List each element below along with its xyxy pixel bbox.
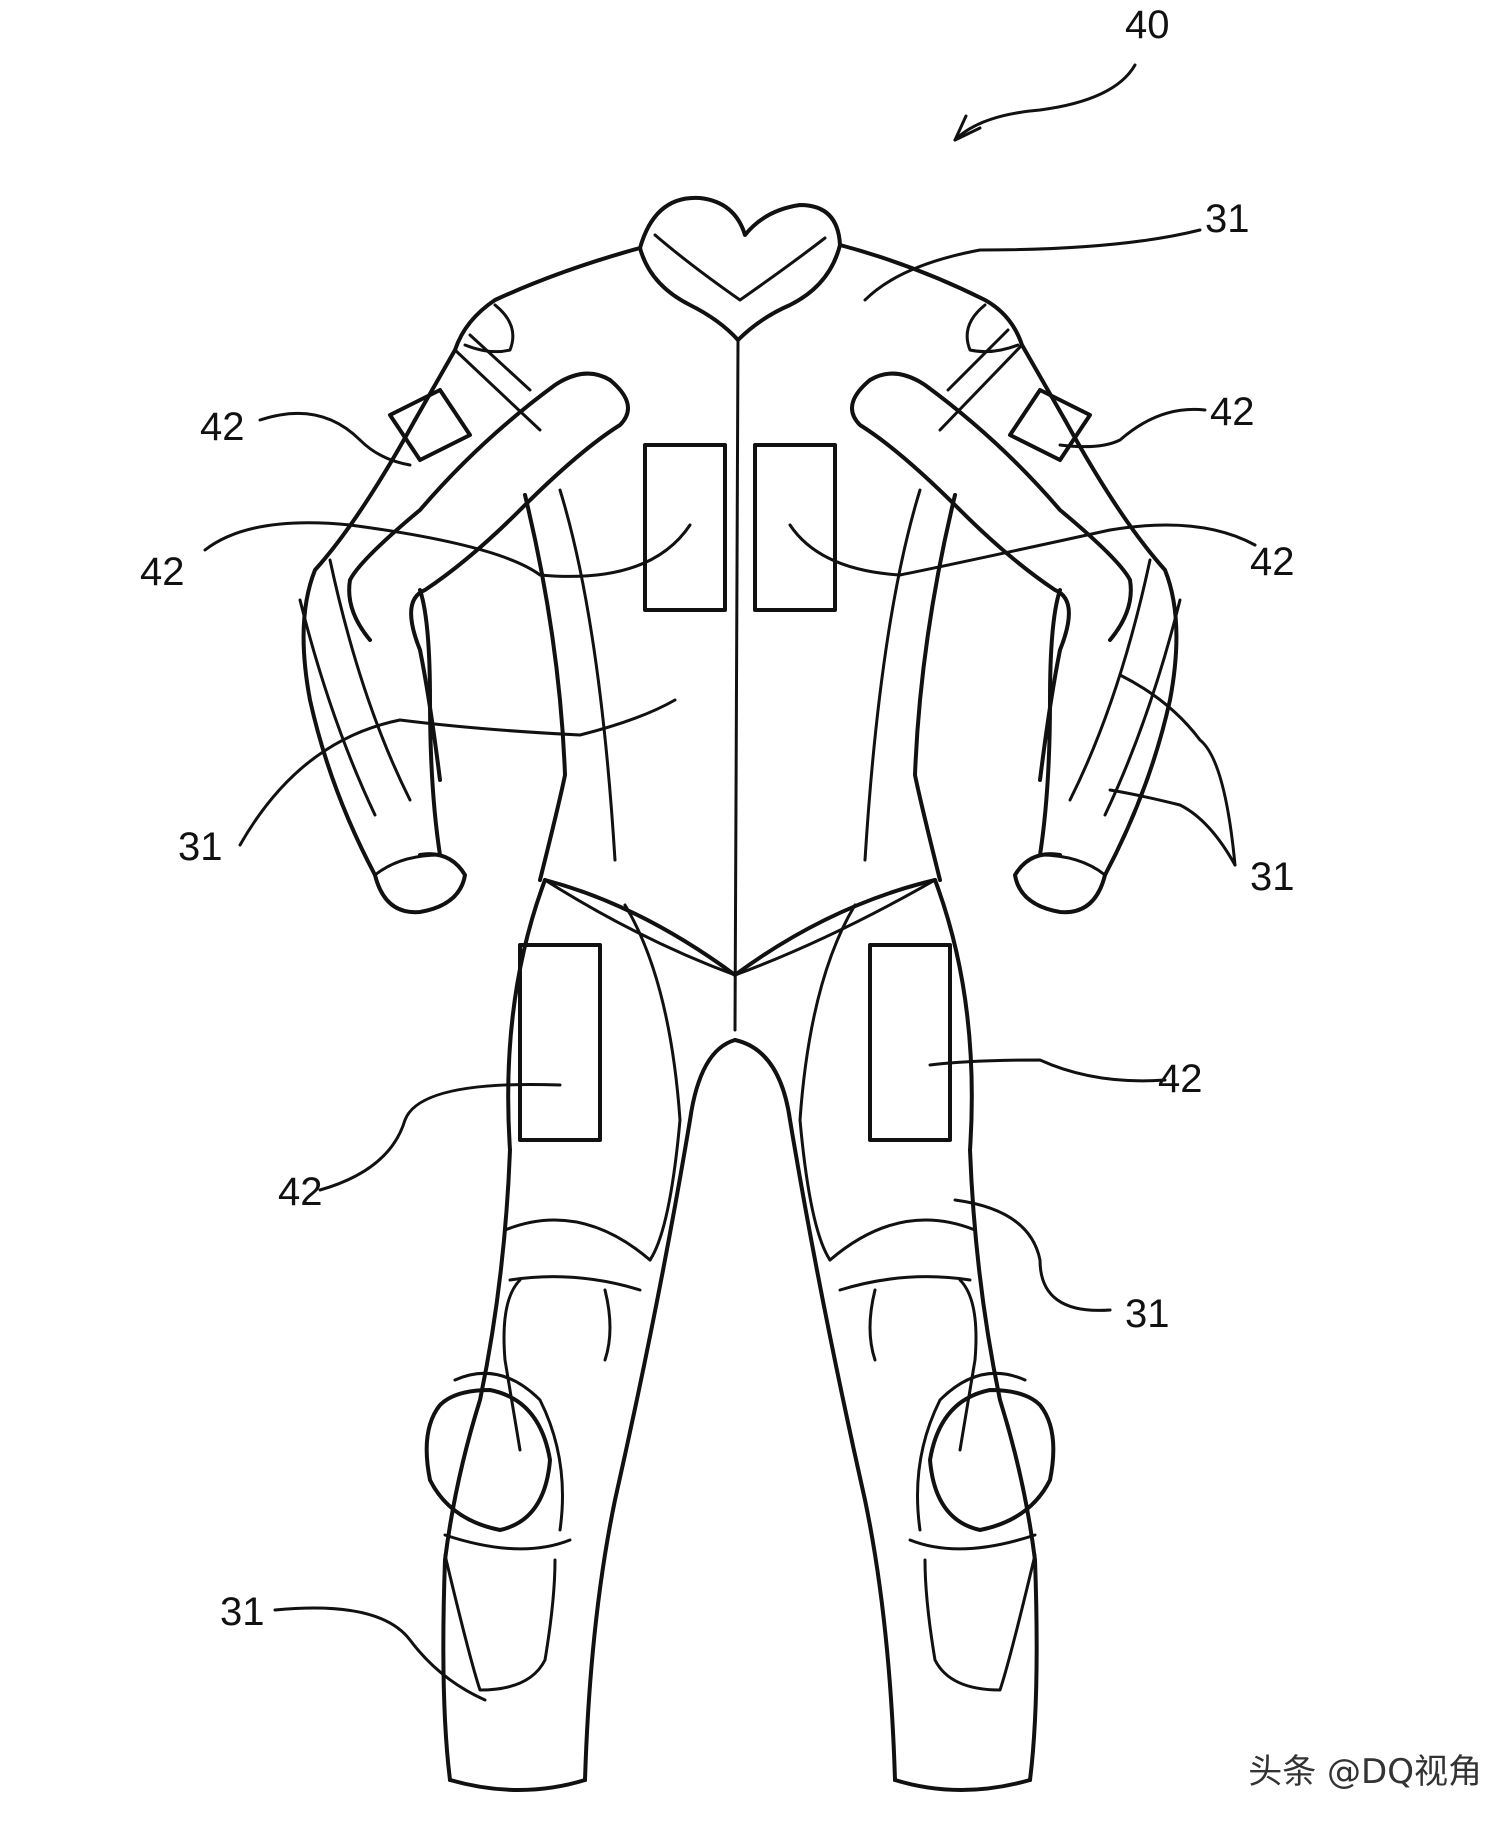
right-thigh-band [828, 1218, 977, 1262]
label-40: 40 [1125, 3, 1170, 47]
left-shin-panel [443, 1553, 557, 1692]
leader-31-left-leg [273, 1606, 487, 1702]
leader-31-right-leg [953, 1198, 1112, 1312]
right-shoulder [838, 243, 1067, 422]
label-42-right-thigh: 42 [1158, 1057, 1203, 1101]
leader-31-chest [863, 228, 1202, 302]
right-knee-top [868, 1288, 877, 1362]
leader-42-left-thigh [318, 1082, 562, 1192]
left-arm-panel [388, 388, 472, 462]
panels [388, 388, 1092, 1142]
label-42-left-arm: 42 [200, 405, 245, 449]
left-shoulder-cap [463, 303, 515, 354]
suit-body [298, 195, 1182, 1792]
collar-band [638, 243, 842, 342]
left-sleeve-panel-outer [347, 371, 612, 642]
right-torso-side [913, 493, 957, 882]
label-42-left-thigh: 42 [278, 1170, 323, 1214]
left-knee-top [603, 1288, 612, 1362]
left-knee-outline [453, 1371, 564, 1532]
watermark: 头条 @DQ视角 [1248, 1752, 1482, 1792]
label-31-right-leg: 31 [1125, 1292, 1170, 1336]
right-knee-outline [916, 1371, 1027, 1532]
right-ankle [893, 1778, 1032, 1792]
left-thigh-band [503, 1218, 652, 1262]
chest-panel-left [643, 443, 727, 612]
right-forearm-inner [1038, 588, 1062, 857]
chest-panel-right [753, 443, 837, 612]
leader-31-right-arm-lower [1108, 788, 1237, 867]
right-thigh-band-2 [838, 1275, 972, 1292]
right-leg-inner [733, 1038, 897, 1782]
left-knee-pad [424, 1388, 552, 1532]
left-arm-stripe [453, 333, 542, 432]
left-sleeve-panel [409, 378, 630, 782]
label-31-chest: 31 [1205, 197, 1250, 241]
left-knee-frame [502, 1278, 522, 1452]
leader-42-right-arm [1058, 407, 1207, 449]
right-knee-pad [928, 1388, 1056, 1532]
right-shin-band [908, 1533, 1037, 1551]
leader-31-right-arm-upper [1118, 673, 1237, 867]
left-shin-band [443, 1533, 572, 1551]
right-thigh-curve [798, 903, 857, 1262]
waist-v [543, 878, 937, 977]
label-42-left-chest: 42 [140, 550, 185, 594]
left-torso-seam [558, 488, 617, 862]
center-zip [733, 338, 740, 1032]
left-leg-outer [441, 878, 547, 1782]
right-knee-frame [958, 1278, 978, 1452]
right-leg-outer [933, 878, 1039, 1782]
left-thigh-curve [623, 903, 682, 1262]
left-torso-side [523, 493, 567, 882]
right-cuff [1013, 852, 1107, 915]
right-arm-seam [1068, 558, 1152, 802]
waist-v-inner [543, 878, 937, 977]
left-cuff [373, 852, 467, 915]
left-arm-outer [301, 418, 417, 877]
left-shoulder [413, 246, 642, 422]
left-cuff-inner [373, 853, 442, 877]
label-42-right-arm: 42 [1210, 390, 1255, 434]
left-leg-inner [583, 1038, 737, 1782]
reference-labels: 40 31 42 42 42 42 31 31 42 42 31 31 [140, 3, 1295, 1634]
collar-top [638, 195, 842, 250]
label-42-right-chest: 42 [1250, 540, 1295, 584]
right-thigh-panel [868, 943, 952, 1142]
right-cuff-inner [1038, 853, 1107, 877]
right-arm-panel [1008, 388, 1092, 462]
left-thigh-panel [518, 943, 602, 1142]
label-31-left-leg: 31 [220, 1590, 265, 1634]
label-31-right-arm: 31 [1250, 855, 1295, 899]
leader-42-left-chest [203, 521, 692, 578]
left-thigh-band-2 [508, 1275, 642, 1292]
right-shin-panel [923, 1553, 1037, 1692]
left-arm-seam [328, 558, 412, 802]
right-arm-outer [1063, 418, 1179, 877]
leader-42-right-chest [788, 523, 1257, 577]
leader-lines [203, 63, 1257, 1702]
label-31-torso: 31 [178, 825, 223, 869]
left-arm-seam-2 [298, 598, 377, 817]
right-torso-seam [863, 488, 922, 862]
arrowhead-40 [953, 114, 982, 142]
leader-31-torso [238, 698, 677, 847]
right-arm-stripe [938, 328, 1024, 432]
leader-42-left-arm [258, 411, 412, 467]
leader-40 [953, 63, 1137, 142]
right-shoulder-cap [965, 303, 1020, 354]
right-sleeve-panel [850, 378, 1071, 782]
leader-42-right-thigh [928, 1058, 1167, 1083]
collar-inner [653, 233, 827, 302]
left-ankle [448, 1778, 587, 1792]
right-sleeve-panel-outer [868, 371, 1133, 642]
